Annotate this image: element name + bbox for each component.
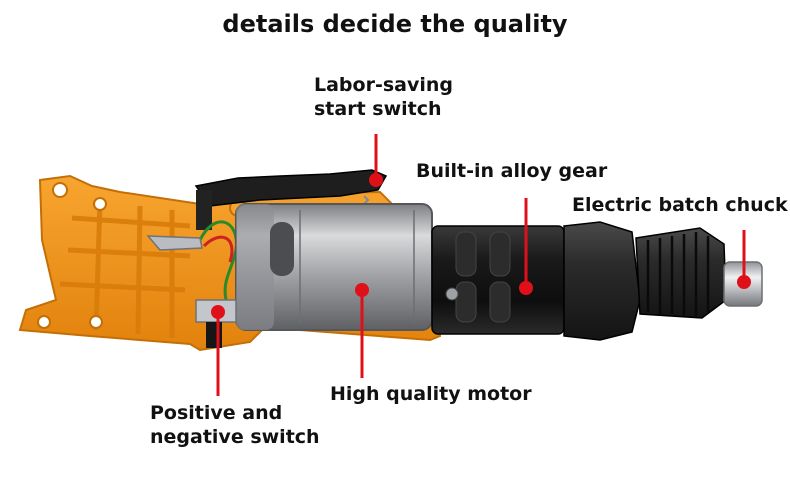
label-line: negative switch	[150, 425, 320, 448]
label-direction-switch: Positive and negative switch	[150, 402, 320, 450]
label-line: start switch	[314, 97, 442, 120]
label-line: Positive and	[150, 402, 283, 424]
label-line: Labor-saving	[314, 74, 453, 96]
page-title: details decide the quality	[222, 10, 568, 38]
alloy-gearbox	[431, 225, 565, 335]
label-labor-saving-switch: Labor-saving start switch	[314, 74, 453, 122]
label-alloy-gear: Built-in alloy gear	[416, 160, 608, 182]
label-batch-chuck: Electric batch chuck	[572, 194, 788, 216]
callouts	[211, 134, 751, 396]
label-motor: High quality motor	[330, 383, 532, 405]
motor	[235, 203, 433, 331]
